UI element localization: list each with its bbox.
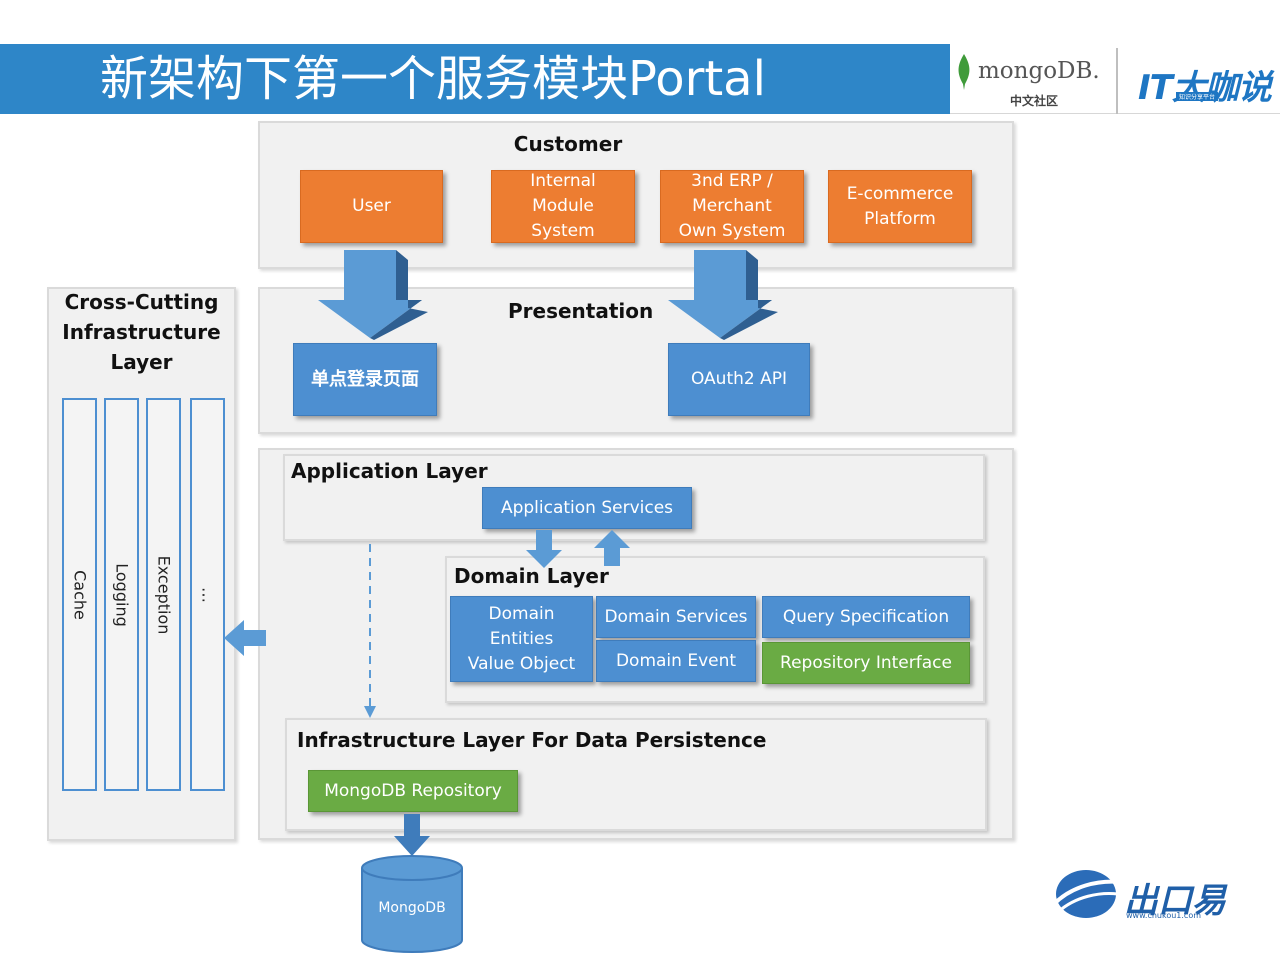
erp-to-oauth-arrow <box>668 250 778 340</box>
mongodb-database-cylinder-icon <box>361 855 463 953</box>
title-bar <box>0 44 950 114</box>
more-label: … <box>198 586 217 603</box>
exception-column: Exception <box>146 398 181 791</box>
erp-merchant-box: 3nd ERP / Merchant Own System <box>660 170 804 243</box>
application-services-box: Application Services <box>482 487 692 529</box>
cache-label: Cache <box>70 569 89 620</box>
customer-label: Customer <box>513 132 623 156</box>
infrastructure-layer-label: Infrastructure Layer For Data Persistenc… <box>297 728 767 752</box>
mongodb-logo-subtitle: 中文社区 <box>1010 94 1059 108</box>
exception-label: Exception <box>154 555 173 634</box>
up-arrow-icon <box>594 530 630 566</box>
internal-module-box: Internal Module System <box>491 170 635 243</box>
user-box: User <box>300 170 443 243</box>
logging-label: Logging <box>112 562 131 627</box>
mongodb-database-label: MongoDB <box>378 900 446 916</box>
sso-page-box: 单点登录页面 <box>293 343 437 416</box>
more-column: … <box>190 398 225 791</box>
chukou-logo-text: 出口易 <box>1124 881 1226 921</box>
to-cross-cutting-arrow <box>224 620 266 656</box>
mongodb-leaf-icon <box>958 54 970 90</box>
cache-column: Cache <box>62 398 97 791</box>
customer-to-sso-arrow <box>318 250 428 340</box>
chukou-logo-url: www.chukou1.com <box>1126 911 1202 920</box>
logo-divider <box>1116 48 1118 114</box>
repository-interface-box: Repository Interface <box>762 642 970 684</box>
domain-entities-box: Domain Entities Value Object <box>450 596 593 682</box>
mongodb-logo-text: mongoDB. <box>978 58 1100 84</box>
page-title: 新架构下第一个服务模块Portal <box>100 51 766 107</box>
chukou-globe-icon <box>1052 870 1121 918</box>
it-logo-text: IT大咖说 <box>1138 68 1272 108</box>
domain-layer-label: Domain Layer <box>454 564 609 588</box>
to-database-arrow <box>394 814 430 856</box>
logo-area <box>950 44 1280 114</box>
logging-column: Logging <box>104 398 139 791</box>
domain-services-box: Domain Services <box>596 596 756 638</box>
mongodb-repository-box: MongoDB Repository <box>308 770 518 812</box>
query-specification-box: Query Specification <box>762 596 970 638</box>
ecommerce-box: E-commerce Platform <box>828 170 972 243</box>
presentation-label: Presentation <box>508 299 654 323</box>
application-layer-label: Application Layer <box>291 459 488 483</box>
domain-event-box: Domain Event <box>596 640 756 682</box>
dashed-dependency-arrow <box>364 544 376 718</box>
oauth2-api-box: OAuth2 API <box>668 343 810 416</box>
it-logo-subtitle: 知识分享平台 <box>1176 92 1219 101</box>
cross-cutting-label: Cross-Cutting Infrastructure Layer <box>62 290 221 374</box>
down-arrow-icon <box>526 530 562 568</box>
